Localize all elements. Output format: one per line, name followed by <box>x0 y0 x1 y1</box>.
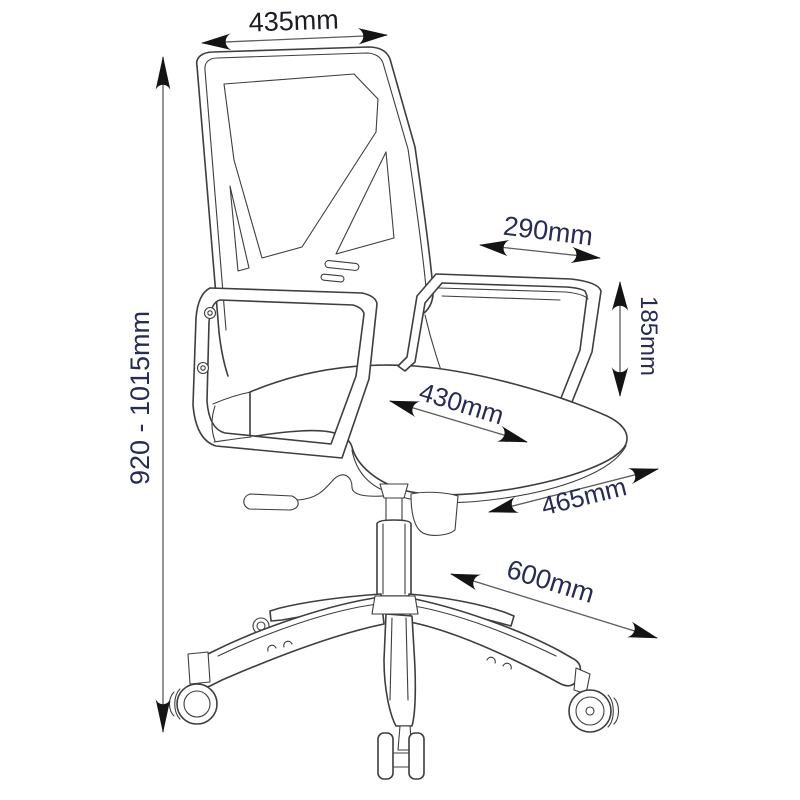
base-leg-front <box>383 613 417 727</box>
armrest-screw <box>203 306 217 320</box>
dimension-backrest-width: 435mm <box>201 4 388 50</box>
armrest-screw <box>200 365 206 371</box>
dimension-arrow <box>450 573 658 639</box>
caster-right <box>568 667 620 733</box>
backrest-vent-slot <box>320 273 345 283</box>
chair-drawing <box>168 46 628 780</box>
dim-label-backrest-width: 435mm <box>248 4 339 37</box>
seat-seen-through-armrest <box>211 391 252 443</box>
dim-label-armrest-height: 185mm <box>635 296 662 376</box>
caster-front <box>377 725 425 780</box>
dim-label-armrest-length: 290mm <box>502 211 595 252</box>
armrest-screw <box>207 310 213 316</box>
caster-left <box>168 651 218 725</box>
dim-label-base-diameter: 600mm <box>503 554 598 609</box>
base <box>190 593 582 727</box>
armrest-screw <box>196 361 210 375</box>
dimension-arrow <box>201 28 388 50</box>
base-hub <box>371 595 419 615</box>
dimension-overall-height: 920 - 1015mm <box>125 56 171 733</box>
backrest-mesh-pattern <box>223 73 395 283</box>
dimension-arrow <box>488 468 659 513</box>
backrest-vent-slot <box>324 260 360 271</box>
dimension-armrest-height: 185mm <box>611 281 662 397</box>
dim-label-overall-height: 920 - 1015mm <box>125 311 155 485</box>
casters <box>168 651 620 780</box>
dimension-arrow <box>479 239 601 264</box>
gas-lift-cylinder <box>376 497 412 597</box>
seat-mechanism <box>379 483 459 536</box>
dimension-arrow <box>389 400 528 443</box>
dimension-armrest-length: 290mm <box>479 211 601 264</box>
tilt-lever <box>243 474 384 511</box>
left-armrest <box>192 287 378 459</box>
right-armrest <box>397 273 602 403</box>
